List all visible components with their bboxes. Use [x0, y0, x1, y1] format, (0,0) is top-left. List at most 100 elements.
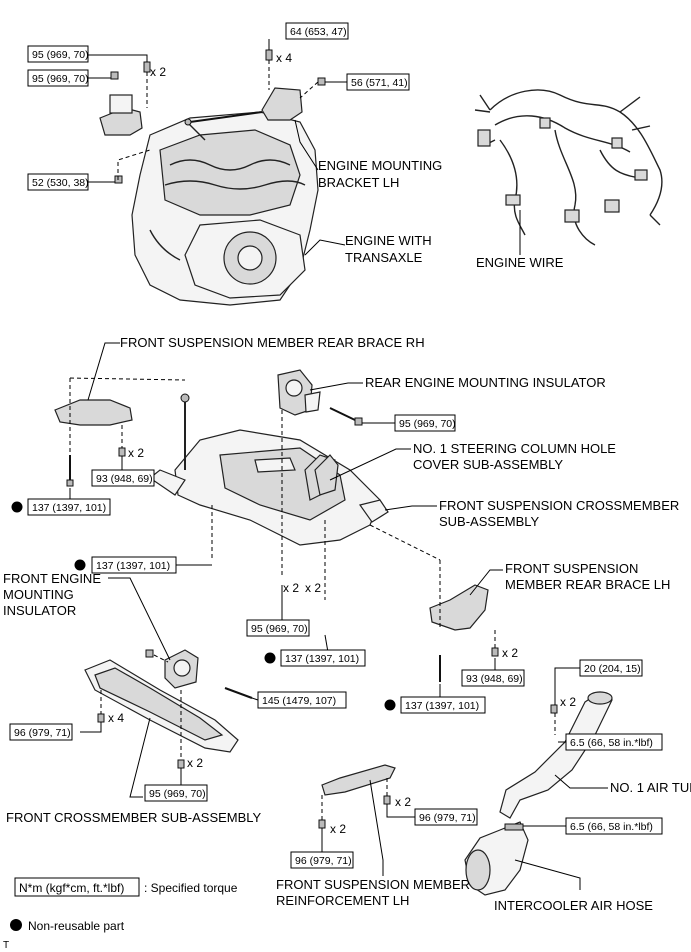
svg-text:6.5 (66, 58 in.*lbf): 6.5 (66, 58 in.*lbf)	[570, 737, 653, 749]
qty-x2: x 2	[128, 446, 144, 460]
svg-text:FRONT ENGINE: FRONT ENGINE	[3, 571, 101, 586]
qty-x2: x 2	[150, 65, 166, 79]
torque-137-c: 137 (1397, 101)	[264, 649, 366, 667]
qty-x2: x 2	[330, 822, 346, 836]
torque-56: 56 (571, 41)	[346, 73, 410, 91]
rear-brace-lh-illustration	[429, 584, 499, 682]
svg-text:137 (1397, 101): 137 (1397, 101)	[96, 560, 170, 572]
svg-text:96 (979, 71): 96 (979, 71)	[14, 727, 71, 739]
torque-137-b: 137 (1397, 101)	[74, 556, 177, 574]
label-front-engine-mounting-insulator: FRONT ENGINE MOUNTING INSULATOR	[3, 571, 101, 618]
label-rear-brace-rh: FRONT SUSPENSION MEMBER REAR BRACE RH	[120, 335, 425, 350]
svg-text:95 (969, 70): 95 (969, 70)	[399, 418, 456, 430]
torque-145: 145 (1479, 107)	[257, 691, 347, 709]
svg-text:INSULATOR: INSULATOR	[3, 603, 76, 618]
svg-text:ENGINE MOUNTING: ENGINE MOUNTING	[318, 158, 442, 173]
svg-text:95 (969, 70): 95 (969, 70)	[32, 73, 89, 85]
svg-text:SUB-ASSEMBLY: SUB-ASSEMBLY	[439, 514, 540, 529]
torque-95-a: 95 (969, 70)	[27, 45, 89, 63]
legend-non-reusable-part: Non-reusable part	[10, 919, 125, 933]
torque-6-5-a: 6.5 (66, 58 in.*lbf)	[565, 733, 663, 751]
svg-text:95 (969, 70): 95 (969, 70)	[251, 623, 308, 635]
svg-text:95 (969, 70): 95 (969, 70)	[32, 49, 89, 61]
svg-text:64 (653, 47): 64 (653, 47)	[290, 26, 347, 38]
svg-text:NO. 1 STEERING COLUMN HOLE: NO. 1 STEERING COLUMN HOLE	[413, 441, 616, 456]
qty-x2: x 2	[502, 646, 518, 660]
qty-x4: x 4	[108, 711, 124, 725]
torque-95-e: 95 (969, 70)	[144, 784, 208, 802]
torque-6-5-b: 6.5 (66, 58 in.*lbf)	[565, 817, 663, 835]
front-engine-mounting-insulator-illustration	[145, 649, 253, 699]
torque-95-b: 95 (969, 70)	[27, 69, 89, 87]
label-no1-steering-column-hole-cover: NO. 1 STEERING COLUMN HOLE COVER SUB-ASS…	[413, 441, 616, 472]
svg-text:TRANSAXLE: TRANSAXLE	[345, 250, 423, 265]
svg-text:FRONT SUSPENSION: FRONT SUSPENSION	[505, 561, 638, 576]
qty-x2: x 2	[305, 581, 321, 595]
label-rear-engine-mounting-insulator: REAR ENGINE MOUNTING INSULATOR	[365, 375, 606, 390]
svg-text:145 (1479, 107): 145 (1479, 107)	[262, 695, 336, 707]
svg-text:Non-reusable part: Non-reusable part	[28, 919, 125, 933]
no1-air-tube-illustration	[499, 691, 613, 819]
svg-text:52 (530, 38): 52 (530, 38)	[32, 177, 89, 189]
svg-text:COVER SUB-ASSEMBLY: COVER SUB-ASSEMBLY	[413, 457, 563, 472]
engine-with-transaxle-illustration	[99, 49, 326, 306]
svg-text:MEMBER REAR BRACE LH: MEMBER REAR BRACE LH	[505, 577, 670, 592]
torque-95-c: 95 (969, 70)	[394, 414, 456, 432]
svg-text:95 (969, 70): 95 (969, 70)	[149, 788, 206, 800]
legend-specified-torque: N*m (kgf*cm, ft.*lbf) : Specified torque	[14, 877, 238, 897]
svg-text:20 (204, 15): 20 (204, 15)	[584, 663, 641, 675]
qty-x2: x 2	[187, 756, 203, 770]
svg-text:96 (979, 71): 96 (979, 71)	[419, 812, 476, 824]
torque-96-b: 96 (979, 71)	[414, 808, 478, 826]
corner-mark: T	[3, 940, 9, 951]
svg-text:BRACKET LH: BRACKET LH	[318, 175, 399, 190]
label-engine-wire: ENGINE WIRE	[476, 255, 564, 270]
label-front-susp-crossmember: FRONT SUSPENSION CROSSMEMBER SUB-ASSEMBL…	[439, 498, 679, 529]
rear-brace-rh-illustration	[54, 399, 133, 487]
label-reinforcement-lh: FRONT SUSPENSION MEMBER REINFORCEMENT LH	[276, 877, 470, 908]
torque-52: 52 (530, 38)	[27, 173, 89, 191]
reinforcement-lh-illustration	[318, 764, 396, 829]
steering-column-hole-cover-illustration	[314, 454, 339, 496]
svg-text:N*m (kgf*cm, ft.*lbf): N*m (kgf*cm, ft.*lbf)	[19, 881, 124, 895]
label-front-crossmember: FRONT CROSSMEMBER SUB-ASSEMBLY	[6, 810, 262, 825]
svg-text:: Specified torque: : Specified torque	[144, 881, 238, 895]
svg-text:FRONT SUSPENSION CROSSMEMBER: FRONT SUSPENSION CROSSMEMBER	[439, 498, 679, 513]
torque-93-b: 93 (948, 69)	[461, 669, 525, 687]
leader-lines	[69, 39, 608, 890]
label-rear-brace-lh: FRONT SUSPENSION MEMBER REAR BRACE LH	[505, 561, 670, 592]
svg-text:REINFORCEMENT LH: REINFORCEMENT LH	[276, 893, 409, 908]
svg-text:93 (948, 69): 93 (948, 69)	[466, 673, 523, 685]
svg-text:6.5 (66, 58 in.*lbf): 6.5 (66, 58 in.*lbf)	[570, 821, 653, 833]
rear-engine-mounting-insulator-illustration	[277, 369, 363, 426]
assembly-lines	[69, 377, 556, 820]
label-no1-air-tube: NO. 1 AIR TUBE	[610, 780, 691, 795]
torque-137-a: 137 (1397, 101)	[11, 498, 111, 516]
svg-text:FRONT SUSPENSION MEMBER: FRONT SUSPENSION MEMBER	[276, 877, 470, 892]
torque-137-d: 137 (1397, 101)	[384, 696, 486, 714]
torque-96-a: 96 (979, 71)	[9, 723, 73, 741]
svg-text:137 (1397, 101): 137 (1397, 101)	[285, 653, 359, 665]
label-engine-with-transaxle: ENGINE WITH TRANSAXLE	[345, 233, 432, 265]
qty-x2: x 2	[560, 695, 576, 709]
intercooler-air-hose-illustration	[464, 821, 529, 896]
svg-text:MOUNTING: MOUNTING	[3, 587, 74, 602]
qty-x2: x 2	[283, 581, 299, 595]
qty-x2: x 2	[395, 795, 411, 809]
svg-text:96 (979, 71): 96 (979, 71)	[295, 855, 352, 867]
label-intercooler-air-hose: INTERCOOLER AIR HOSE	[494, 898, 653, 913]
svg-text:137 (1397, 101): 137 (1397, 101)	[405, 700, 479, 712]
torque-93-a: 93 (948, 69)	[91, 469, 155, 487]
svg-text:93 (948, 69): 93 (948, 69)	[96, 473, 153, 485]
front-crossmember-illustration	[84, 659, 239, 769]
svg-text:ENGINE WITH: ENGINE WITH	[345, 233, 432, 248]
engine-wire-illustration	[474, 89, 663, 246]
torque-64: 64 (653, 47)	[285, 22, 349, 40]
qty-x4: x 4	[276, 51, 292, 65]
svg-text:137 (1397, 101): 137 (1397, 101)	[32, 502, 106, 514]
torque-20: 20 (204, 15)	[579, 659, 643, 677]
torque-96-c: 96 (979, 71)	[290, 851, 354, 869]
svg-text:56 (571, 41): 56 (571, 41)	[351, 77, 408, 89]
torque-95-d: 95 (969, 70)	[246, 619, 310, 637]
